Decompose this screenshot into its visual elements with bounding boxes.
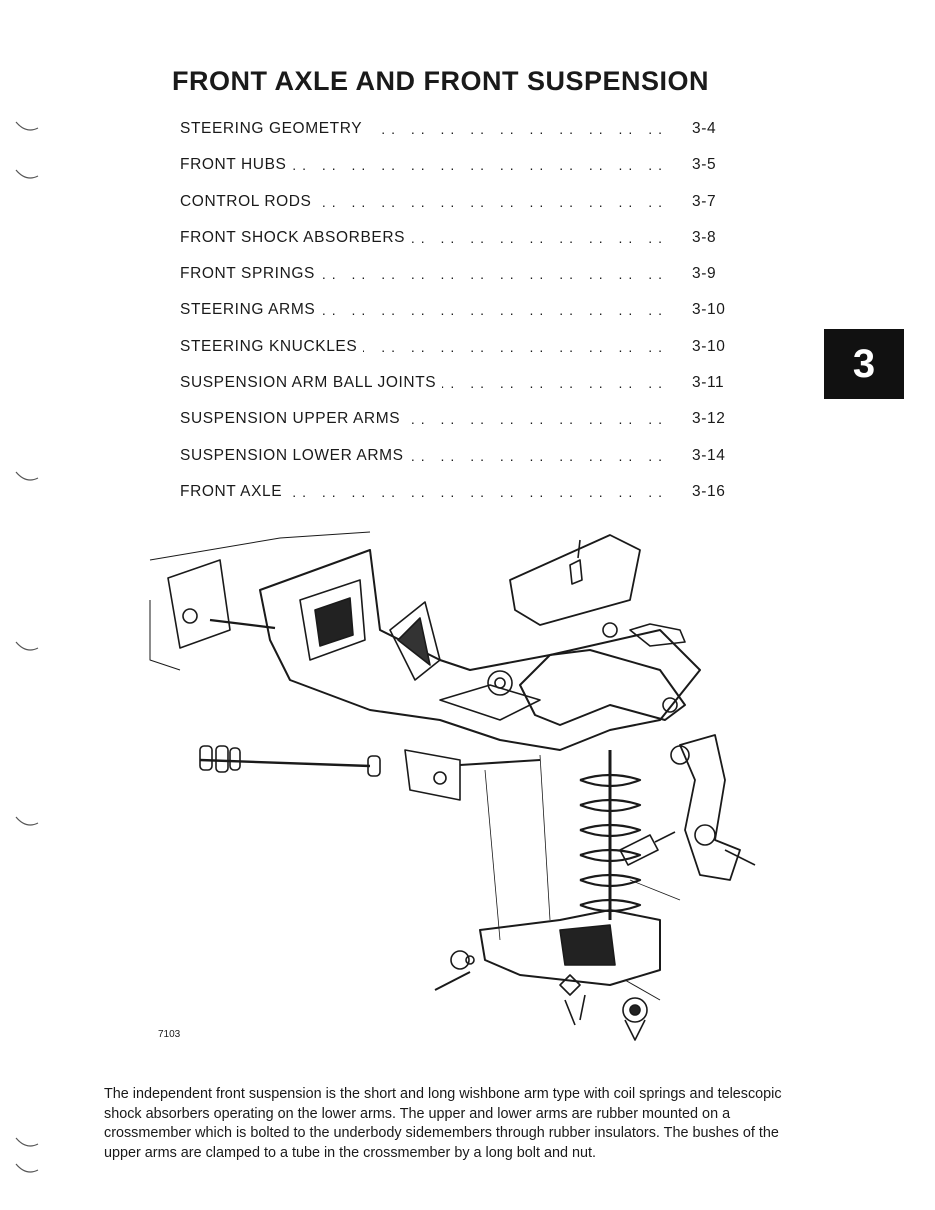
toc-entry-page: 3-10: [692, 337, 726, 355]
toc-leader-dots: .. .. .. .. .. .. .. .. .. .. .. .. ..: [292, 157, 668, 174]
toc-entry: .. .. .. .. .. .. .. .. .. .. .. .. ..FR…: [180, 259, 728, 295]
page-title: FRONT AXLE AND FRONT SUSPENSION: [172, 66, 710, 96]
toc-entry-page: 3-14: [692, 446, 726, 464]
toc-entry-page: 3-7: [692, 192, 717, 210]
binder-hole-mark: [15, 1137, 39, 1147]
toc-entry: .. .. .. .. .. .. .. .. .. .. .. .. ..SU…: [180, 440, 728, 477]
toc-leader-dots: .. .. .. .. .. .. .. .. .. .. .. .. ..: [292, 302, 668, 319]
binder-hole-mark: [15, 641, 39, 651]
toc-entry-label: FRONT HUBS: [180, 150, 293, 181]
toc-entry-label: STEERING KNUCKLES: [180, 331, 364, 362]
toc-entry-label: SUSPENSION UPPER ARMS: [180, 404, 407, 435]
toc-entry-page: 3-4: [692, 120, 717, 137]
toc-entry-label: STEERING ARMS: [180, 295, 322, 326]
toc-entry-label: SUSPENSION LOWER ARMS: [180, 440, 410, 471]
toc-entry-label: FRONT SPRINGS: [180, 259, 321, 290]
toc-entry: .. .. .. .. .. .. .. .. .. .. .. .. ..CO…: [180, 186, 728, 223]
section-tab: 3: [824, 329, 904, 399]
toc-leader-dots: .. .. .. .. .. .. .. .. .. .. .. .. ..: [292, 338, 668, 355]
suspension-exploded-illustration: [149, 531, 756, 1041]
toc-entry: .. .. .. .. .. .. .. .. .. .. .. .. ..FR…: [180, 150, 728, 186]
toc-entry: .. .. .. .. .. .. .. .. .. .. .. .. ..ST…: [180, 295, 728, 331]
table-of-contents: .. .. .. .. .. .. .. .. .. .. .. .. ..ST…: [180, 114, 728, 513]
toc-entry: .. .. .. .. .. .. .. .. .. .. .. .. ..ST…: [180, 331, 728, 368]
binder-hole-mark: [15, 121, 39, 131]
binder-hole-mark: [15, 471, 39, 481]
toc-entry-label: STEERING GEOMETRY: [180, 114, 369, 144]
toc-leader-dots: .. .. .. .. .. .. .. .. .. .. .. .. ..: [292, 266, 668, 283]
binder-hole-mark: [15, 1163, 39, 1173]
toc-entry-page: 3-8: [692, 228, 717, 246]
toc-entry-label: FRONT SHOCK ABSORBERS: [180, 222, 412, 253]
toc-entry-page: 3-12: [692, 410, 726, 428]
body-paragraph: The independent front suspension is the …: [104, 1086, 782, 1161]
toc-entry: .. .. .. .. .. .. .. .. .. .. .. .. ..SU…: [180, 368, 728, 404]
toc-entry-label: CONTROL RODS: [180, 186, 318, 217]
toc-entry-page: 3-11: [692, 374, 725, 392]
toc-entry: .. .. .. .. .. .. .. .. .. .. .. .. ..SU…: [180, 404, 728, 440]
toc-leader-dots: .. .. .. .. .. .. .. .. .. .. .. .. ..: [292, 121, 668, 137]
binder-hole-mark: [15, 816, 39, 826]
toc-entry-page: 3-10: [692, 301, 726, 319]
toc-entry: .. .. .. .. .. .. .. .. .. .. .. .. ..FR…: [180, 476, 728, 513]
toc-entry-label: SUSPENSION ARM BALL JOINTS: [180, 368, 443, 399]
binder-hole-mark: [15, 169, 39, 179]
toc-leader-dots: .. .. .. .. .. .. .. .. .. .. .. .. ..: [292, 193, 668, 210]
toc-entry: .. .. .. .. .. .. .. .. .. .. .. .. ..FR…: [180, 222, 728, 259]
toc-entry: .. .. .. .. .. .. .. .. .. .. .. .. ..ST…: [180, 114, 728, 150]
toc-entry-page: 3-16: [692, 482, 726, 500]
toc-entry-page: 3-5: [692, 156, 717, 174]
figure-number: 7103: [158, 1029, 181, 1040]
toc-leader-dots: .. .. .. .. .. .. .. .. .. .. .. .. ..: [292, 483, 668, 500]
toc-entry-page: 3-9: [692, 265, 717, 283]
toc-entry-label: FRONT AXLE: [180, 476, 289, 507]
